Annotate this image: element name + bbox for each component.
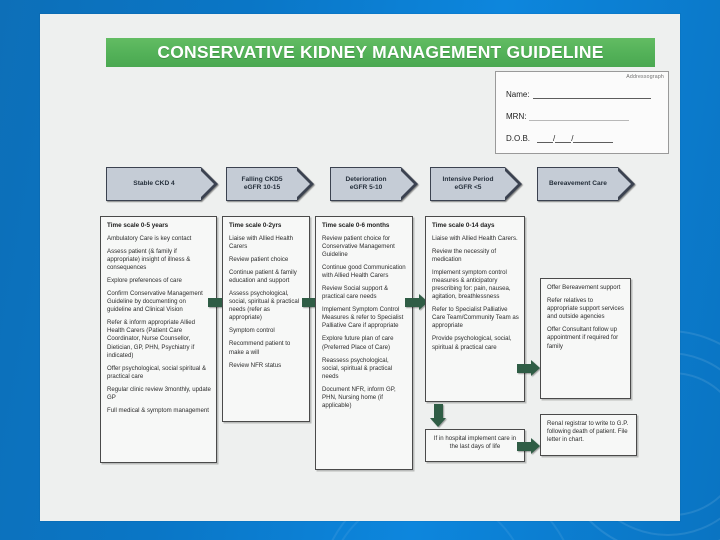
stage-column-bereavement-care: Offer Bereavement support Refer relative… (540, 278, 631, 399)
list-item: Symptom control (229, 327, 275, 335)
stage-column-stable-ckd4: Time scale 0-5 years Ambulatory Care is … (100, 216, 217, 463)
list-item: Assess psychological, social, spiritual … (229, 290, 300, 322)
list-item: Implement symptom control measures & ant… (432, 268, 511, 301)
list-item: Offer Consultant follow up appointment i… (547, 326, 619, 350)
arrow-right-icon (531, 360, 540, 376)
list-item: Document NFR, inform GP, PHN, Nursing ho… (322, 385, 396, 410)
list-item: Explore preferences of care (107, 276, 182, 284)
stage-label-line2: eGFR 5-10 (349, 184, 383, 191)
page-title-banner: CONSERVATIVE KIDNEY MANAGEMENT GUIDELINE (106, 38, 655, 67)
chevron-right-icon (617, 167, 635, 201)
stage-column-falling-ckd5: Time scale 0-2yrs Liaise with Allied Hea… (222, 216, 310, 422)
list-item: Review the necessity of medication (432, 247, 497, 263)
list-item: Refer & inform appropriate Allied Health… (107, 319, 196, 359)
page-title: CONSERVATIVE KIDNEY MANAGEMENT GUIDELINE (157, 42, 604, 62)
dob-day-line[interactable] (537, 134, 554, 143)
connector-arrow-5 (517, 438, 540, 454)
column-heading: Time scale 0-2yrs (229, 222, 282, 229)
list-item: Review Social support & practical care n… (322, 285, 389, 301)
stage-chevron-stable-ckd4[interactable]: Stable CKD 4 (106, 167, 218, 201)
arrow-down-icon (430, 418, 446, 427)
stage-label-line1: Deterioration (345, 175, 387, 183)
stage-chevron-body: Deterioration eGFR 5-10 (330, 167, 401, 201)
arrow-right-icon (531, 438, 540, 454)
list-item: Review NFR status (229, 361, 282, 369)
stage-label-line1: Stable CKD 4 (133, 179, 175, 187)
list-item: Regular clinic review 3monthly, update G… (107, 385, 211, 402)
list-item: Refer relatives to appropriate support s… (547, 297, 624, 321)
arrow-tail (405, 297, 419, 307)
stage-label-line1: Bereavement Care (549, 179, 607, 187)
list-item: Reassess psychological, social, spiritua… (322, 356, 393, 380)
dob-field-row: D.O.B. / / (506, 134, 614, 143)
arrow-tail (433, 404, 443, 418)
list-item: Offer psychological, social spiritual & … (107, 364, 207, 380)
hospital-care-text: If in hospital implement care in the las… (433, 435, 517, 451)
stage-column-intensive-period: Time scale 0-14 days Liaise with Allied … (425, 216, 525, 402)
stage-chevron-falling-ckd5[interactable]: Falling CKD5 eGFR 10-15 (226, 167, 314, 201)
list-item: Full medical & symptom management (107, 407, 209, 415)
chevron-right-icon (400, 167, 418, 201)
column-heading: Time scale 0-5 years (107, 222, 169, 229)
stage-chevron-body: Intensive Period eGFR <5 (430, 167, 505, 201)
name-field-row: Name: (506, 90, 651, 99)
list-item: Offer Bereavement support (547, 284, 621, 291)
list-item: Continue patient & family education and … (229, 268, 297, 284)
stage-chevron-body: Bereavement Care (537, 167, 618, 201)
dob-label: D.O.B. (506, 134, 531, 143)
connector-arrow-3 (405, 294, 428, 310)
arrow-right-icon (419, 294, 428, 310)
list-item: Assess patient (& family if appropriate)… (107, 247, 191, 271)
stage-chevron-body: Stable CKD 4 (106, 167, 201, 201)
name-input-line[interactable] (532, 90, 651, 99)
list-item: Implement Symptom Control Measures & ref… (322, 306, 404, 330)
chevron-right-icon (504, 167, 522, 201)
arrow-tail (517, 441, 531, 451)
stage-label-line1: Falling CKD5 (241, 175, 283, 183)
stage-label-line2: eGFR 10-15 (243, 184, 281, 191)
mrn-field-row: MRN: (506, 112, 630, 121)
addressograph-box: Addressograph Name: MRN: D.O.B. / / (495, 71, 669, 154)
arrow-tail (517, 363, 531, 373)
column-heading: Time scale 0-6 months (322, 222, 390, 229)
list-item: Review patient choice (229, 255, 289, 263)
list-item: Review patient choice for Conservative M… (322, 234, 395, 258)
addressograph-label: Addressograph (626, 74, 664, 80)
list-item: Ambulatory Care is key contact (107, 234, 192, 242)
hospital-care-box: If in hospital implement care in the las… (425, 429, 525, 462)
registrar-letter-box: Renal registrar to write to G.P. followi… (540, 414, 637, 456)
guideline-page: CONSERVATIVE KIDNEY MANAGEMENT GUIDELINE… (40, 14, 680, 521)
column-heading: Time scale 0-14 days (432, 222, 495, 229)
registrar-letter-text: Renal registrar to write to G.P. followi… (547, 420, 629, 444)
arrow-tail (302, 297, 316, 307)
stage-label-line2: eGFR <5 (454, 184, 482, 191)
connector-arrow-down (430, 404, 446, 427)
list-item: Explore future plan of care (Preferred P… (322, 335, 394, 351)
list-item: Provide psychological, social, spiritual… (432, 335, 512, 351)
mrn-input-line[interactable] (529, 112, 630, 121)
stage-chevron-deterioration[interactable]: Deterioration eGFR 5-10 (330, 167, 418, 201)
stage-chevron-intensive-period[interactable]: Intensive Period eGFR <5 (430, 167, 522, 201)
name-label: Name: (506, 90, 530, 99)
stage-chevron-bereavement-care[interactable]: Bereavement Care (537, 167, 635, 201)
list-item: Recommend patient to make a will (229, 340, 291, 356)
dob-separator-2: / (571, 134, 574, 143)
chevron-right-icon (296, 167, 314, 201)
dob-month-line[interactable] (555, 134, 572, 143)
dob-separator-1: / (553, 134, 556, 143)
chevron-right-icon (200, 167, 218, 201)
stage-label-line1: Intensive Period (442, 175, 494, 183)
dob-year-line[interactable] (573, 134, 614, 143)
stage-column-deterioration: Time scale 0-6 months Review patient cho… (315, 216, 413, 470)
list-item: Refer to Specialist Palliative Care Team… (432, 306, 519, 330)
list-item: Continue good Communication with Allied … (322, 263, 406, 279)
arrow-tail (208, 297, 222, 307)
stage-chevron-body: Falling CKD5 eGFR 10-15 (226, 167, 297, 201)
connector-arrow-4 (517, 360, 540, 376)
list-item: Liaise with Allied Health Carers (229, 234, 294, 250)
list-item: Liaise with Allied Health Carers. (432, 234, 518, 242)
mrn-label: MRN: (506, 112, 527, 121)
list-item: Confirm Conservative Management Guidelin… (107, 290, 203, 314)
